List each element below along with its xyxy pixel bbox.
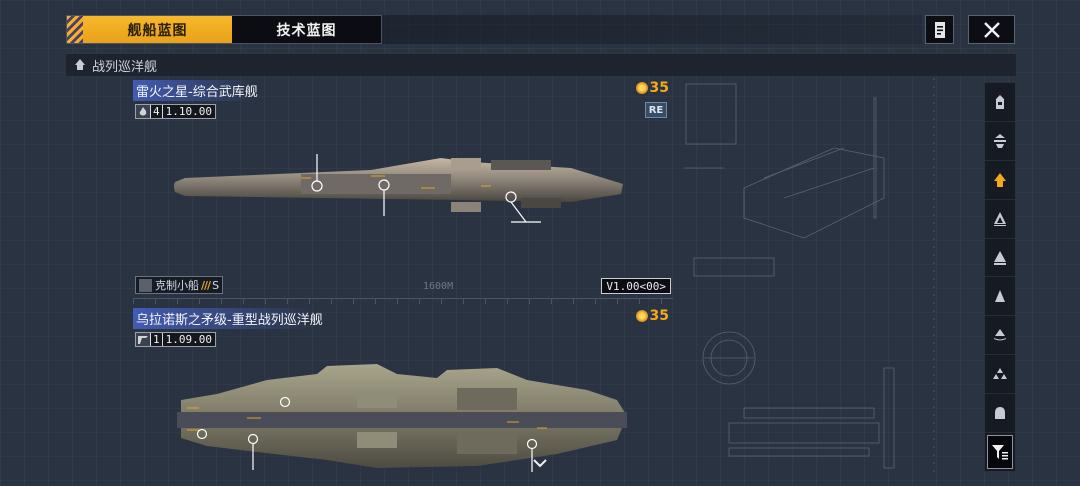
battlecruiser-icon — [75, 59, 85, 70]
blueprint-tabs: 舰船蓝图 技术蓝图 — [66, 15, 382, 44]
counter-icon — [139, 278, 152, 292]
filter-battlecruiser[interactable] — [985, 161, 1015, 200]
filter-auxiliary[interactable] — [985, 394, 1015, 434]
ship-card[interactable]: 雷火之星-综合武库舰 4 1.10.00 35 RE — [133, 80, 673, 304]
command-point-icon — [635, 82, 648, 94]
tab-ship-blueprint[interactable]: 舰船蓝图 — [83, 16, 232, 43]
battleship-icon — [994, 133, 1006, 148]
filter-frigate[interactable] — [985, 277, 1015, 317]
category-label: 战列巡洋舰 — [92, 59, 158, 75]
ship-type-filter — [984, 82, 1016, 472]
scale-label: 1600M — [423, 281, 454, 292]
filter-toggle-button[interactable] — [987, 435, 1013, 470]
fighter-icon — [993, 368, 1007, 380]
re-badge: RE — [645, 102, 667, 118]
battlecruiser-icon — [994, 172, 1006, 187]
header-bar — [382, 15, 922, 44]
destroyer-icon — [994, 250, 1006, 265]
filter-cruiser[interactable] — [985, 200, 1015, 239]
ship-name: 雷火之星-综合武库舰 — [133, 80, 261, 101]
filter-fighter[interactable] — [985, 355, 1015, 395]
filter-battleship[interactable] — [985, 122, 1015, 161]
carrier-icon — [996, 94, 1004, 109]
filter-corvette[interactable] — [985, 316, 1015, 356]
tab-stripe-decoration — [67, 16, 83, 43]
ship-image — [174, 154, 623, 223]
ship-version-tag: 4 1.10.00 — [135, 104, 216, 119]
category-header: 战列巡洋舰 — [66, 52, 1016, 76]
ship-version-tag: 1 1.09.00 — [135, 332, 216, 347]
scale-ruler — [133, 298, 673, 304]
ship-name: 乌拉诺斯之矛级-重型战列巡洋舰 — [133, 308, 326, 329]
filter-carrier[interactable] — [985, 83, 1015, 122]
notes-icon — [934, 21, 945, 38]
tab-tech-blueprint[interactable]: 技术蓝图 — [232, 16, 381, 43]
flame-icon — [136, 105, 150, 118]
ship-cost: 35 — [635, 308, 669, 324]
faction-icon — [136, 333, 150, 346]
scroll-down-chevron-icon[interactable] — [532, 458, 548, 470]
filter-destroyer[interactable] — [985, 239, 1015, 278]
counter-class-tag: 克制小船 /// S — [135, 276, 224, 294]
auxiliary-icon — [995, 407, 1005, 420]
close-icon — [983, 21, 1000, 38]
cruiser-icon — [994, 211, 1006, 226]
frigate-icon — [995, 290, 1005, 303]
blueprint-version: V1.00<00> — [601, 278, 671, 294]
notes-button[interactable] — [925, 15, 954, 44]
ship-image — [177, 364, 627, 472]
corvette-icon — [994, 329, 1006, 341]
ship-cost: 35 — [635, 80, 669, 96]
ship-card[interactable]: 乌拉诺斯之矛级-重型战列巡洋舰 1 1.09.00 35 — [133, 308, 673, 486]
blueprint-schematic — [684, 78, 935, 478]
close-button[interactable] — [968, 15, 1015, 44]
command-point-icon — [635, 310, 648, 322]
filter-icon — [992, 445, 1008, 460]
